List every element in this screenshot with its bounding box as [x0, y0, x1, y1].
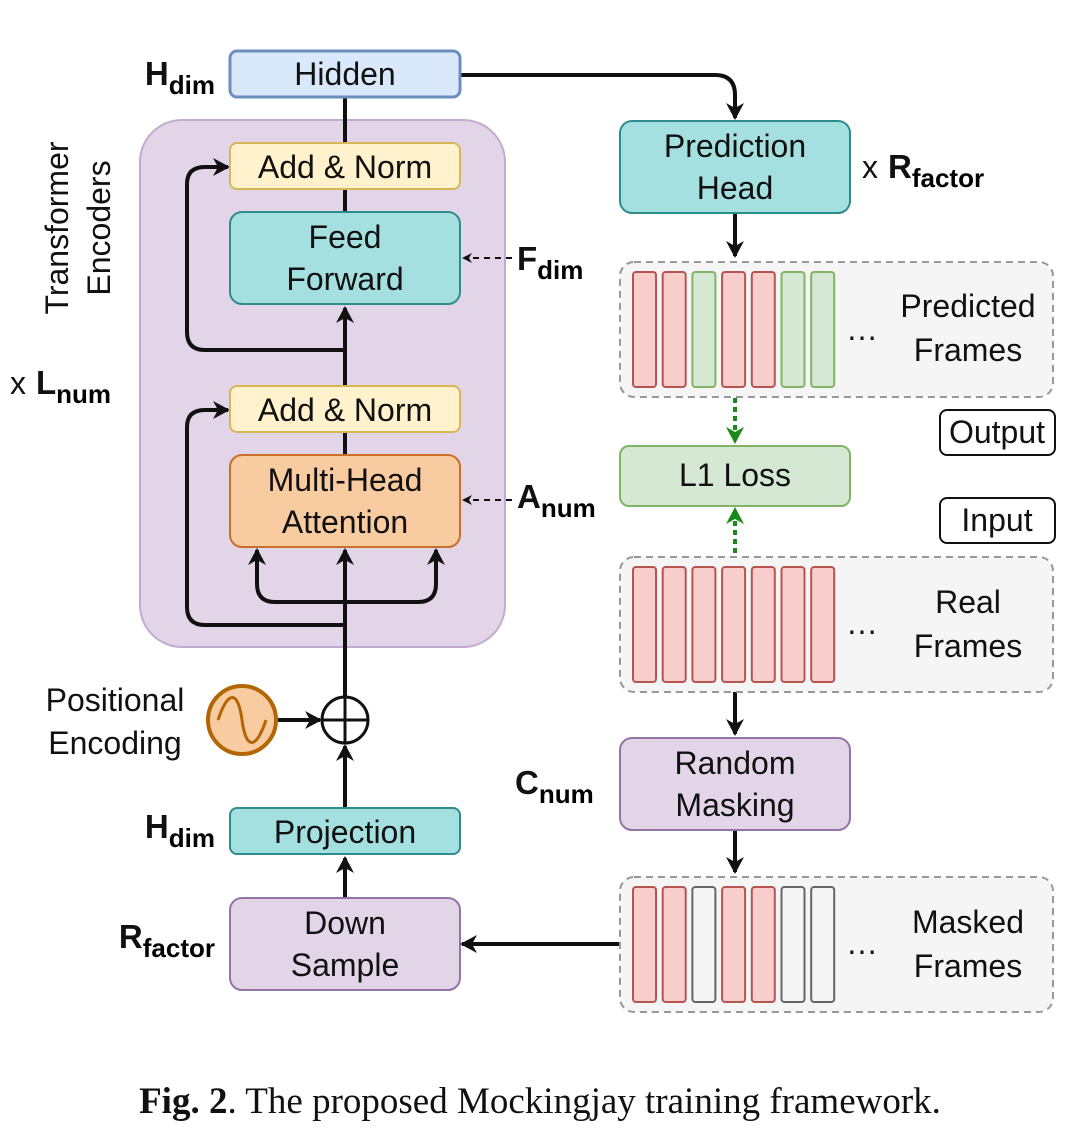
- add-norm-bottom-block: [229, 385, 461, 433]
- real-ellipsis: …: [846, 605, 878, 641]
- masked-frame-masked: [780, 886, 806, 1003]
- real-frame-real: [810, 566, 836, 683]
- predicted-frame-predicted: [780, 271, 806, 388]
- h-dim-top-param: Hdim: [145, 55, 215, 100]
- add-norm-top-block: [229, 142, 461, 190]
- predicted-frames-line1: Predicted: [900, 288, 1035, 324]
- predicted-frame-predicted: [810, 271, 836, 388]
- add-norm-top-label: Add & Norm: [258, 149, 432, 185]
- real-frame-real: [750, 566, 776, 683]
- predicted-frame-real: [721, 271, 747, 388]
- prediction-head-block: [619, 120, 851, 214]
- real-frames-line2: Frames: [914, 628, 1022, 664]
- figure-caption: Fig. 2. The proposed Mockingjay training…: [0, 1080, 1080, 1123]
- feed-forward-block: [229, 211, 461, 305]
- r-factor-left-param: Rfactor: [119, 918, 215, 963]
- feed-forward-line2: Forward: [286, 261, 403, 297]
- transformer-label-line2: Encoders: [81, 160, 117, 295]
- input-tag-label: Input: [961, 502, 1032, 538]
- transformer-label-line1: Transformer: [39, 141, 75, 314]
- predicted-frame-strip: [632, 271, 836, 388]
- encoder-connectors: [185, 73, 744, 898]
- predicted-frames-line2: Frames: [914, 332, 1022, 368]
- predicted-frame-real: [661, 271, 687, 388]
- masked-frame-strip: [632, 886, 836, 1003]
- down-sample-line2: Sample: [291, 947, 400, 983]
- a-num-param: Anum: [517, 478, 596, 523]
- real-frame-real: [691, 566, 717, 683]
- prediction-head-line1: Prediction: [664, 128, 806, 164]
- projection-label: Projection: [274, 814, 416, 850]
- output-tag-label: Output: [949, 414, 1045, 450]
- pipeline-connectors: [460, 213, 744, 953]
- sum-node-icon: [320, 695, 370, 745]
- attention-line1: Multi-Head: [268, 462, 423, 498]
- real-frame-real: [780, 566, 806, 683]
- predicted-frame-real: [632, 271, 657, 388]
- prediction-head-line2: Head: [697, 170, 774, 206]
- output-tag: [939, 409, 1056, 456]
- predicted-ellipsis: …: [846, 311, 878, 347]
- masked-frame-masked: [691, 886, 717, 1003]
- sine-wave-icon: [206, 684, 278, 756]
- random-masking-block: [619, 737, 851, 831]
- real-frame-real: [661, 566, 687, 683]
- masked-frame-real: [750, 886, 776, 1003]
- add-norm-bottom-label: Add & Norm: [258, 392, 432, 428]
- real-frames-line1: Real: [935, 584, 1001, 620]
- mockingjay-diagram: Hidden Add & Norm Feed Forward Add & Nor…: [10, 49, 1056, 1013]
- predicted-frame-real: [750, 271, 776, 388]
- masked-frames-line1: Masked: [912, 904, 1024, 940]
- positional-encoding-line1: Positional: [46, 682, 185, 718]
- masked-frame-real: [721, 886, 747, 1003]
- caption-prefix: Fig. 2: [139, 1081, 228, 1122]
- l1-loss-block: [619, 445, 851, 507]
- masked-frames-line2: Frames: [914, 948, 1022, 984]
- masked-ellipsis: …: [846, 925, 878, 961]
- caption-text: . The proposed Mockingjay training frame…: [227, 1081, 941, 1122]
- random-masking-line2: Masking: [675, 787, 794, 823]
- projection-block: [229, 807, 461, 855]
- real-frame-real: [721, 566, 747, 683]
- param-arrows: [462, 253, 512, 505]
- real-frame-strip: [632, 566, 836, 683]
- hidden-block: [228, 49, 462, 99]
- random-masking-line1: Random: [675, 745, 796, 781]
- multi-head-attention-block: [229, 454, 461, 548]
- input-tag: [939, 497, 1056, 544]
- attention-line2: Attention: [282, 504, 408, 540]
- masked-frame-real: [632, 886, 657, 1003]
- down-sample-line1: Down: [304, 905, 386, 941]
- l1-loss-label: L1 Loss: [679, 457, 791, 493]
- feed-forward-line1: Feed: [309, 219, 382, 255]
- c-num-param: Cnum: [515, 764, 594, 809]
- hidden-label: Hidden: [294, 56, 395, 92]
- masked-frame-masked: [810, 886, 836, 1003]
- positional-encoding-line2: Encoding: [48, 725, 181, 761]
- masked-frame-real: [661, 886, 687, 1003]
- h-dim-bottom-param: Hdim: [145, 808, 215, 853]
- predicted-frame-predicted: [691, 271, 717, 388]
- transformer-encoder-group: [139, 119, 506, 648]
- real-frame-real: [632, 566, 657, 683]
- f-dim-param: Fdim: [517, 240, 583, 285]
